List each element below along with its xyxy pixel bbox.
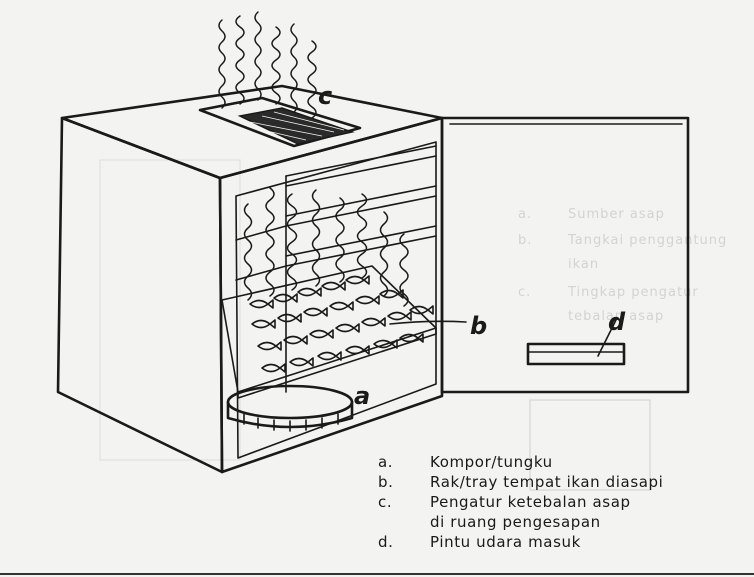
show-through-line: Sumber asap bbox=[568, 207, 665, 222]
label-a: a bbox=[354, 382, 370, 410]
smoke-wisp bbox=[356, 193, 368, 279]
show-through-key: b. bbox=[518, 233, 532, 248]
cabinet-front-frame bbox=[218, 116, 444, 474]
show-through-line: ikan bbox=[568, 257, 599, 272]
upper-shelves bbox=[235, 145, 437, 281]
fish bbox=[297, 287, 322, 297]
smoke-wisp bbox=[271, 26, 281, 105]
show-through-line: Tangkai penggantung bbox=[567, 233, 727, 248]
smoke-wisp bbox=[335, 197, 345, 283]
legend-item-c-cont: di ruang pengesapan bbox=[378, 512, 748, 532]
legend-text: Rak/tray tempat ikan diasapi bbox=[430, 473, 664, 491]
smoke-above bbox=[218, 11, 317, 119]
smoke-wisp bbox=[290, 23, 298, 113]
show-through-key: c. bbox=[518, 285, 531, 300]
fish bbox=[361, 317, 386, 327]
label-leaders bbox=[389, 319, 617, 357]
smoke-wisp bbox=[235, 15, 245, 105]
label-d: d bbox=[608, 308, 626, 336]
fish bbox=[379, 289, 404, 299]
smoke-wisp bbox=[265, 187, 275, 297]
legend-key-spacer bbox=[378, 512, 430, 532]
fish bbox=[277, 313, 302, 323]
show-through-line: Tingkap pengatur bbox=[567, 285, 699, 300]
smoke-wisp bbox=[243, 203, 253, 301]
fish bbox=[329, 301, 354, 311]
cabinet-side bbox=[56, 116, 224, 474]
stove bbox=[226, 384, 354, 432]
fish bbox=[409, 305, 434, 315]
fish bbox=[261, 363, 286, 373]
fish bbox=[251, 319, 276, 329]
damper-grate bbox=[237, 107, 355, 145]
legend-text: Kompor/tungku bbox=[430, 453, 553, 471]
fish bbox=[283, 335, 308, 345]
legend-item-d: d. Pintu udara masuk bbox=[378, 532, 748, 552]
fish bbox=[317, 351, 342, 361]
fish bbox=[345, 345, 370, 355]
fish bbox=[303, 307, 328, 317]
fish bbox=[273, 293, 298, 303]
show-through-text: a. Sumber asap b. Tangkai penggantung ik… bbox=[99, 159, 727, 491]
fish bbox=[399, 333, 424, 343]
label-b: b bbox=[470, 312, 487, 340]
legend-key: d. bbox=[378, 533, 394, 551]
smoke-wisp bbox=[307, 40, 317, 119]
smoke-wisp bbox=[379, 211, 389, 297]
fish bbox=[345, 275, 370, 285]
fish bbox=[309, 329, 334, 339]
fish bbox=[289, 357, 314, 367]
label-c: c bbox=[318, 82, 332, 110]
legend-text: Pengatur ketebalan asap bbox=[430, 493, 631, 511]
legend-key: a. bbox=[378, 453, 394, 471]
smoke-wisp bbox=[286, 193, 298, 291]
smoke-wisp bbox=[311, 189, 321, 287]
smoke-wisp bbox=[254, 11, 262, 101]
show-through-key: a. bbox=[518, 207, 532, 222]
fish bbox=[373, 339, 398, 349]
fish bbox=[387, 311, 412, 321]
fish bbox=[355, 295, 380, 305]
legend-text: Pintu udara masuk bbox=[430, 533, 581, 551]
legend: a. Kompor/tungku b. Rak/tray tempat ikan… bbox=[378, 452, 748, 552]
air-inlet-vent bbox=[526, 342, 626, 366]
fish bbox=[335, 323, 360, 333]
legend-key: b. bbox=[378, 473, 394, 491]
smoke-wisp bbox=[218, 19, 226, 109]
legend-item-a: a. Kompor/tungku bbox=[378, 452, 748, 472]
legend-key: c. bbox=[378, 493, 393, 511]
cabinet-door bbox=[440, 116, 690, 394]
legend-item-c: c. Pengatur ketebalan asap bbox=[378, 492, 748, 512]
page-bottom-rule bbox=[0, 573, 754, 575]
fish bbox=[321, 281, 346, 291]
fish bbox=[249, 299, 274, 309]
fish-group bbox=[249, 275, 434, 373]
smoke-inside bbox=[243, 187, 409, 307]
legend-text: di ruang pengesapan bbox=[430, 513, 601, 531]
smoke-wisp bbox=[399, 233, 409, 307]
legend-item-b: b. Rak/tray tempat ikan diasapi bbox=[378, 472, 748, 492]
fish-tray bbox=[221, 265, 437, 399]
fish bbox=[257, 341, 282, 351]
show-through-line: tebalan asap bbox=[568, 309, 664, 324]
